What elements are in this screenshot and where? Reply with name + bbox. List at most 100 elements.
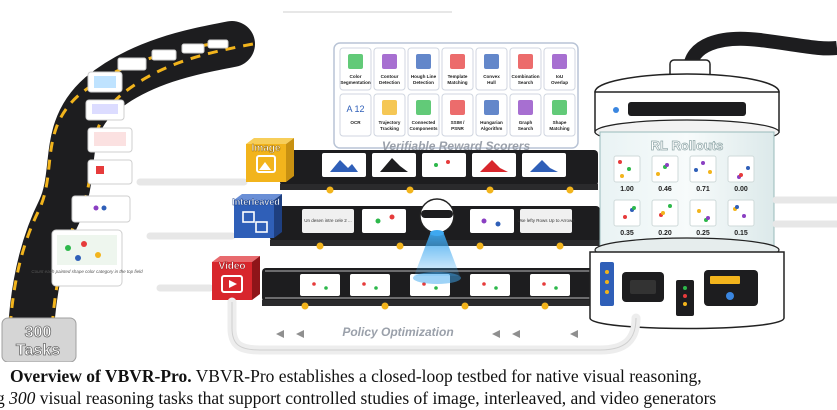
task-card [207,39,229,49]
figure-caption: Overview of VBVR-Pro. VBVR-Pro establish… [0,362,837,410]
rollout-score: 1.00 [620,186,634,193]
hungarian-algorithm-icon [484,100,499,115]
iou-overlap-icon [552,54,567,69]
scorer-label: Connected [412,120,436,125]
rollout-card: 0.25 [689,199,717,237]
feed-pipes [136,178,248,292]
rollout-card: 0.00 [727,155,755,193]
scorer-label: PSNR [451,126,464,131]
rollout-grid: 1.00 0.46 0.71 0.00 0.35 0.20 0.25 0.15 [613,155,755,237]
scorer-label: Tracking [380,126,399,131]
mode-interleaved-label: Interleaved [232,197,280,207]
hough-line-icon [416,54,431,69]
scorer-label: Combination [511,74,539,79]
mode-video-cube: Video [212,256,260,300]
contour-detection-icon [382,54,397,69]
task-card [117,57,147,71]
scorer-label: Trajectory [379,120,401,125]
rollout-score: 0.20 [658,230,672,237]
tasks-count: 300 [25,324,52,341]
scanner-robot [413,198,461,284]
rollout-score: 0.71 [696,186,710,193]
template-matching-icon [450,54,465,69]
scorer-tile: A 12 OCR [339,93,372,137]
scorer-label: OCR [350,120,361,125]
caption-line-1: Overview of VBVR-Pro. VBVR-Pro establish… [10,365,702,387]
rollout-score: 0.35 [620,230,634,237]
rollout-card: 0.71 [689,155,717,193]
scorer-label: Convex [483,74,500,79]
rollout-score: 0.15 [734,230,748,237]
shape-matching-icon [552,100,567,115]
scorer-label: Overlap [551,80,568,85]
tasks-counter: 300 Tasks [1,317,77,362]
task-card: Count each painted shape color category … [31,229,143,287]
rl-rollouts-tank: RL Rollouts 1.00 0.46 0.71 0.00 0.35 0.20 0.25… [589,31,837,330]
scorer-label: Components [409,126,438,131]
ocr-icon: A 12 [346,104,364,114]
task-card [85,99,125,121]
interleaved-lane-cards: Un desen intre cele 2 ... Use lefty Rows… [302,209,575,233]
scorer-label: Algorithm [481,126,503,131]
image-lane-cards [322,153,566,177]
caption-line-2: g 300 visual reasoning tasks that suppor… [0,387,716,409]
combination-search-icon [518,54,533,69]
scorer-label: Hungarian [480,120,503,125]
scorer-label: Matching [447,80,467,85]
convex-hull-icon [484,54,499,69]
scorer-label: Hough Line [411,74,437,79]
video-lane-frames [300,274,570,296]
interleaved-card-text: Use lefty Rows Up to Arrows [517,218,575,223]
caption-line-2-text: visual reasoning tasks that support cont… [35,388,717,408]
rollout-card: 0.35 [613,199,641,237]
ssim-psnr-icon [450,100,465,115]
side-pipes [772,196,837,228]
caption-line-1-text: VBVR-Pro establishes a closed-loop testb… [191,366,702,386]
policy-optimization-loop: Policy Optimization [227,297,641,355]
task-card-caption: Count each painted shape color category … [31,269,143,274]
scorer-label: Template [448,74,468,79]
rollouts-title: RL Rollouts [651,138,724,153]
rollout-score: 0.25 [696,230,710,237]
connected-components-icon [416,100,431,115]
scorer-label: Segmentation [340,80,371,85]
policy-label: Policy Optimization [342,325,453,339]
scorer-label: Detection [413,80,434,85]
scorer-label: Graph [519,120,533,125]
trajectory-tracking-icon [382,100,397,115]
scorer-label: Hull [487,80,496,85]
scorer-label: Matching [549,126,569,131]
scorer-panel-title: Verifiable Reward Scorers [382,139,531,153]
rollout-card: 0.20 [651,199,679,237]
rollout-card: 0.46 [651,155,679,193]
tasks-word: Tasks [16,342,60,359]
task-card [71,195,131,223]
scorer-label: Color [350,74,362,79]
mode-interleaved-cube: Interleaved [232,194,282,238]
scorer-label: Detection [379,80,400,85]
task-card [87,127,133,153]
mode-image-cube: Image [246,138,294,182]
task-card [87,159,133,185]
scorer-label: Shape [553,120,567,125]
rollout-score: 0.00 [734,186,748,193]
scorer-label: Search [518,126,534,131]
scorer-label: Search [518,80,534,85]
mode-video-label: Video [218,261,245,272]
task-cards: Count each painted shape color category … [31,39,229,287]
rollout-card: 1.00 [613,155,641,193]
task-card [181,43,205,54]
task-card [87,71,123,93]
